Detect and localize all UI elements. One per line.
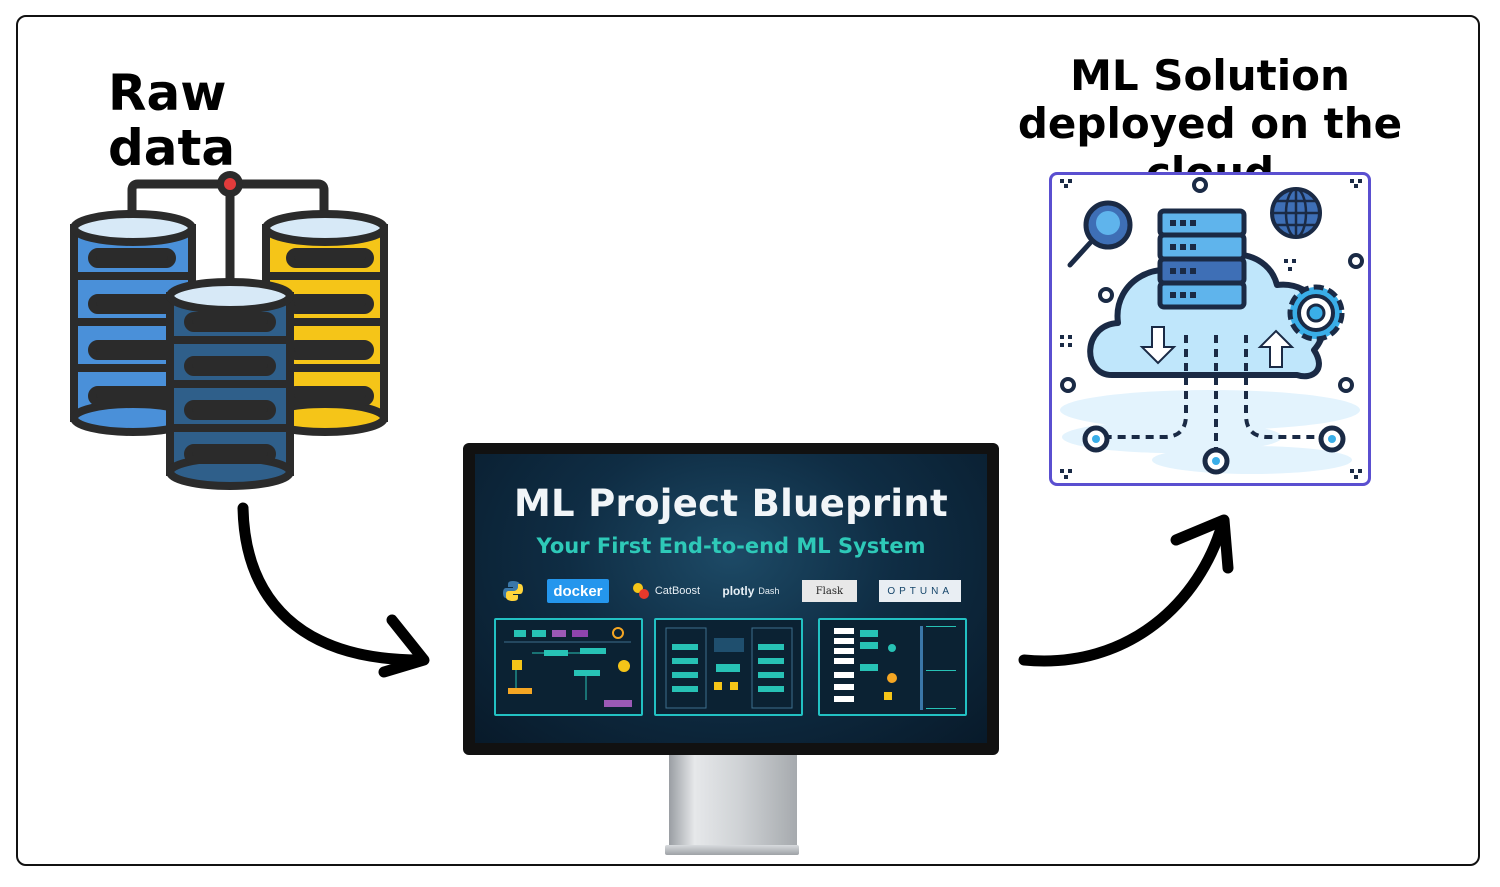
catboost-logo: CatBoost xyxy=(631,579,700,603)
dash-text: Dash xyxy=(758,586,780,596)
cloud-deployment-illustration xyxy=(1049,172,1371,486)
panel-diagram-icon xyxy=(504,627,632,707)
python-icon xyxy=(501,579,525,603)
catboost-text: CatBoost xyxy=(654,585,701,597)
monitor-stand xyxy=(669,755,797,849)
panel-diagram-icon xyxy=(665,627,793,709)
monitor-stand-base xyxy=(665,845,799,855)
blueprint-panel-2 xyxy=(654,618,803,716)
screen-subtitle: Your First End-to-end ML System xyxy=(536,534,926,558)
arrow-to-monitor-icon xyxy=(237,502,430,678)
blueprint-panel-1 xyxy=(494,618,643,716)
optuna-logo: OPTUNA xyxy=(879,580,961,602)
panel-diagram-icon xyxy=(834,626,956,710)
arrow-to-cloud-icon xyxy=(1018,514,1234,667)
monitor: ML Project Blueprint Your First End-to-e… xyxy=(463,443,999,755)
ml-solution-label: ML Solution deployed on the cloud xyxy=(960,51,1460,197)
ml-solution-label-line1: ML Solution xyxy=(1070,51,1350,100)
catboost-icon xyxy=(632,583,649,599)
raw-data-label: Raw data xyxy=(108,64,236,177)
screen-title: ML Project Blueprint xyxy=(513,482,949,525)
blueprint-panel-3 xyxy=(818,618,967,716)
docker-logo: docker xyxy=(547,579,609,603)
monitor-screen: ML Project Blueprint Your First End-to-e… xyxy=(475,454,987,743)
cloud-server-icon xyxy=(1060,177,1364,479)
flask-logo: Flask xyxy=(801,580,858,602)
plotly-text: plotly xyxy=(722,584,755,598)
database-navy-icon xyxy=(166,278,294,490)
